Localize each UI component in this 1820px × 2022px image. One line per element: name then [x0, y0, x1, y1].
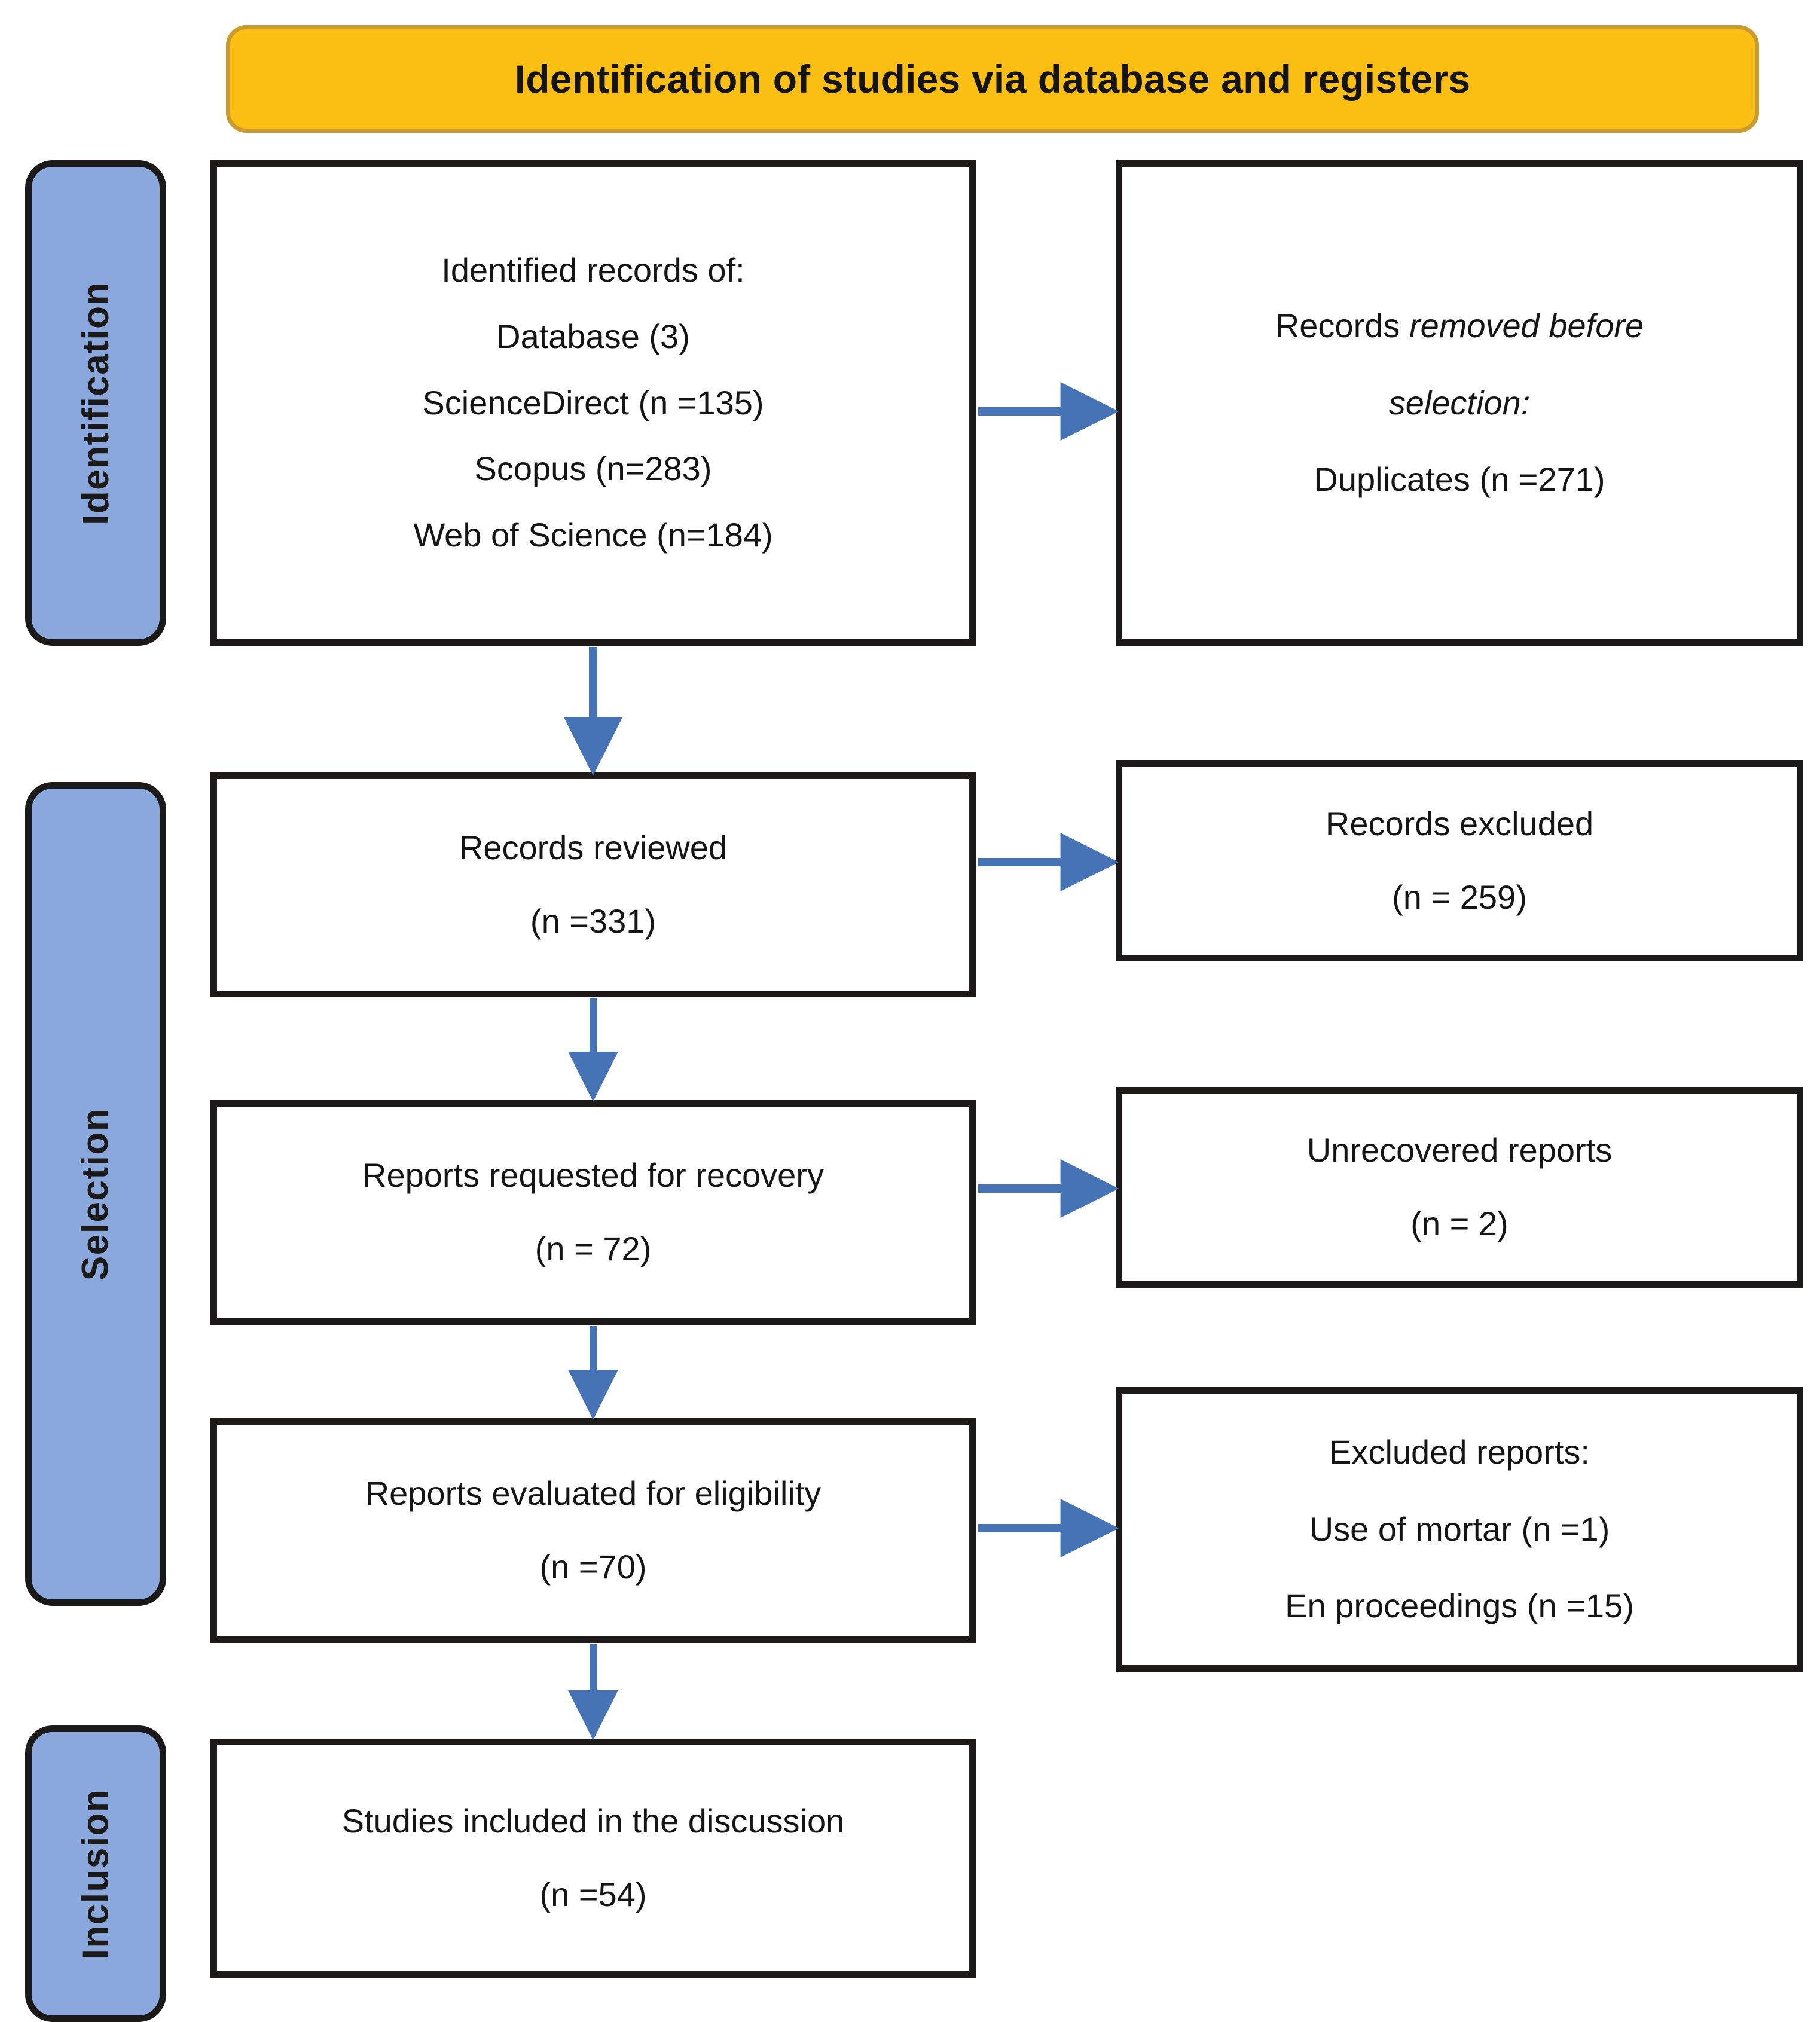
- identified-line-4: Scopus (n=283): [474, 450, 712, 488]
- excluded-records-line-2: (n = 259): [1392, 878, 1527, 916]
- box-identified-records: Identified records of: Database (3) Scie…: [210, 160, 976, 646]
- evaluated-line-2: (n =70): [539, 1548, 647, 1586]
- identified-line-5: Web of Science (n=184): [413, 516, 773, 554]
- included-line-1: Studies included in the discussion: [341, 1802, 845, 1840]
- removed-line-1: Records removed before: [1275, 307, 1644, 345]
- removed-line-2: selection:: [1388, 383, 1531, 421]
- box-reports-requested: Reports requested for recovery (n = 72): [210, 1100, 976, 1325]
- box-studies-included: Studies included in the discussion (n =5…: [210, 1739, 976, 1978]
- unrecovered-line-2: (n = 2): [1410, 1205, 1508, 1242]
- identified-line-2: Database (3): [496, 317, 690, 355]
- phase-tab-selection: Selection: [25, 782, 166, 1606]
- reviewed-line-1: Records reviewed: [459, 829, 728, 867]
- phase-tab-inclusion: Inclusion: [25, 1725, 166, 2022]
- box-excluded-reports: Excluded reports: Use of mortar (n =1) E…: [1116, 1387, 1803, 1672]
- box-records-removed: Records removed before selection: Duplic…: [1116, 160, 1803, 646]
- reviewed-line-2: (n =331): [530, 902, 656, 940]
- excluded-records-line-1: Records excluded: [1325, 805, 1594, 843]
- requested-line-2: (n = 72): [535, 1230, 652, 1267]
- phase-tab-identification: Identification: [25, 160, 166, 646]
- box-records-reviewed: Records reviewed (n =331): [210, 772, 976, 997]
- header-banner: Identification of studies via database a…: [226, 25, 1759, 133]
- removed-line-3: Duplicates (n =271): [1314, 460, 1605, 499]
- excluded-reports-line-1: Excluded reports:: [1329, 1432, 1590, 1471]
- unrecovered-line-1: Unrecovered reports: [1306, 1131, 1613, 1169]
- box-records-excluded: Records excluded (n = 259): [1116, 760, 1803, 961]
- excluded-reports-line-3: En proceedings (n =15): [1285, 1587, 1634, 1625]
- identified-line-1: Identified records of:: [441, 251, 745, 289]
- box-reports-evaluated: Reports evaluated for eligibility (n =70…: [210, 1418, 976, 1643]
- identified-line-3: ScienceDirect (n =135): [422, 383, 764, 421]
- phase-label-identification: Identification: [75, 281, 117, 525]
- header-title: Identification of studies via database a…: [514, 56, 1471, 101]
- box-unrecovered-reports: Unrecovered reports (n = 2): [1116, 1087, 1803, 1288]
- phase-label-selection: Selection: [75, 1107, 117, 1281]
- evaluated-line-1: Reports evaluated for eligibility: [365, 1474, 822, 1513]
- included-line-2: (n =54): [539, 1876, 647, 1913]
- requested-line-1: Reports requested for recovery: [362, 1156, 824, 1195]
- excluded-reports-line-2: Use of mortar (n =1): [1309, 1510, 1610, 1548]
- removed-italic: removed before: [1409, 306, 1644, 344]
- removed-plain: Records: [1275, 306, 1409, 344]
- phase-label-inclusion: Inclusion: [75, 1788, 117, 1959]
